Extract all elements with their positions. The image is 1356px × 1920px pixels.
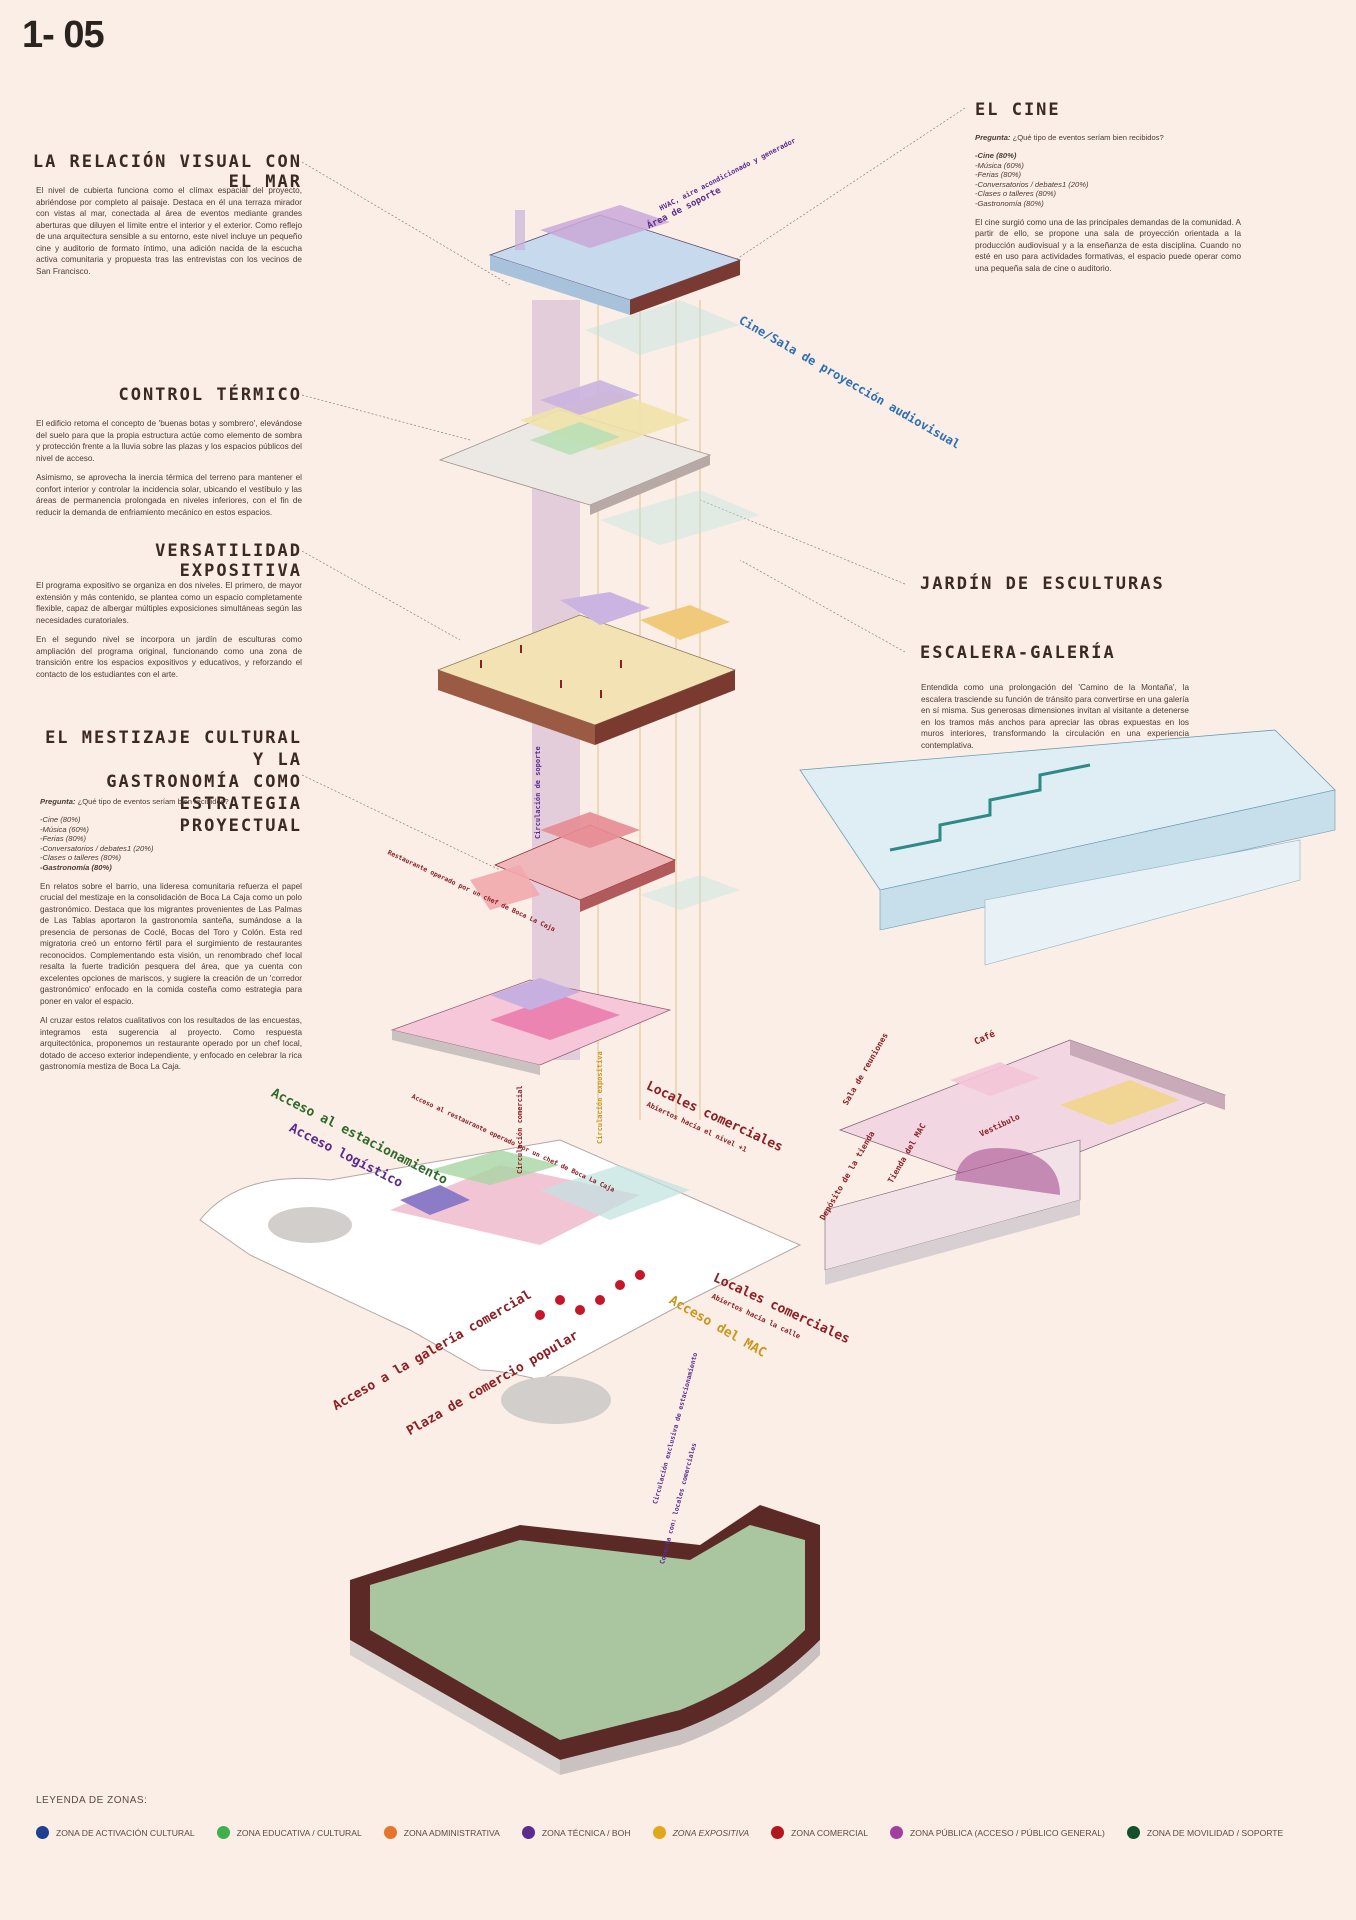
paragraph: En el segundo nivel se incorpora un jard… (36, 635, 302, 679)
heading-relacion-visual: La relación visual con el mar (32, 152, 302, 192)
survey-list: -Cine (80%) -Música (60%) -Ferias (80%) … (975, 151, 1241, 209)
heading-line: proyectual (179, 816, 302, 836)
legend-label: ZONA COMERCIAL (791, 1827, 869, 1838)
level-roof-cine (488, 205, 742, 355)
label-text: Circulación de soporte (534, 746, 542, 839)
legend-dot-icon (383, 1826, 397, 1839)
legend-dot-icon (36, 1826, 49, 1839)
paragraph: El cine surgió como una de las principal… (975, 217, 1241, 273)
legend-item: ZONA TÉCNICA / BOH (521, 1826, 631, 1839)
list-item: -Clases o talleres (80%) (975, 189, 1057, 199)
list-item: -Música (60%) (975, 160, 1024, 170)
list-item: -Cine (80%) (975, 151, 1017, 160)
legend-label: ZONA DE ACTIVACIÓN CULTURAL (56, 1827, 195, 1838)
question: Pregunta: ¿Qué tipo de eventos seríam bi… (975, 133, 1241, 143)
legend-title: LEYENDA DE ZONAS: (36, 1795, 148, 1806)
question-text: ¿Qué tipo de eventos seríam bien recibid… (77, 797, 229, 806)
heading-escalera: Escalera-Galería (920, 643, 1116, 663)
level-2-locales (390, 978, 672, 1075)
level-3-restaurante (470, 812, 740, 912)
legend-dot-icon (521, 1826, 535, 1839)
legend-dot-icon (771, 1826, 785, 1839)
leader-line (301, 394, 471, 441)
question-label: Pregunta: (40, 797, 76, 806)
heading-line: gastronomía como estrategia (106, 772, 302, 814)
leader-line (301, 550, 461, 641)
list-item: -Música (60%) (40, 824, 89, 834)
legend-label: ZONA EDUCATIVA / CULTURAL (236, 1827, 362, 1838)
legend: ZONA DE ACTIVACIÓN CULTURAL ZONA EDUCATI… (36, 1826, 1336, 1839)
question-label: Pregunta: (975, 133, 1011, 142)
paragraph: El programa expositivo se organiza en do… (36, 581, 302, 625)
roundabout (501, 1376, 611, 1424)
question: Pregunta: ¿Qué tipo de eventos seríam bi… (40, 797, 302, 807)
legend-item: ZONA EDUCATIVA / CULTURAL (216, 1826, 362, 1839)
leader-line (719, 107, 966, 271)
heading-mestizaje: El mestizaje cultural y la gastronomía c… (30, 727, 302, 837)
legend-label: ZONA TÉCNICA / BOH (541, 1827, 631, 1838)
list-item: -Cine (80%) (40, 815, 81, 824)
heading-line: El mestizaje cultural y la (45, 728, 302, 770)
paragraph: El edificio retoma el concepto de 'buena… (36, 419, 302, 463)
legend-dot-icon (216, 1826, 230, 1839)
list-item: -Ferias (80%) (40, 834, 86, 844)
level-4-expositivo (436, 592, 737, 745)
legend-label: ZONA DE MOVILIDAD / SOPORTE (1146, 1827, 1284, 1838)
list-item: -Clases o talleres (80%) (40, 853, 122, 863)
list-item: -Gastronomía (80%) (975, 198, 1044, 208)
leader-lines (301, 107, 966, 871)
list-item: -Conversatorios / debates1 (20%) (40, 843, 154, 853)
list-item: -Gastronomía (80%) (40, 862, 112, 872)
legend-item: ZONA ADMINISTRATIVA (383, 1826, 500, 1839)
legend-item: ZONA DE ACTIVACIÓN CULTURAL (36, 1826, 195, 1839)
label-text: Circulación expositiva (596, 1051, 604, 1144)
list-item: -Ferias (80%) (975, 170, 1021, 180)
roundabout (268, 1207, 352, 1243)
label-circ-comercial: Circulación comercial (516, 1085, 524, 1174)
legend-item: ZONA EXPOSITIVA (652, 1826, 750, 1839)
heading-el-cine: El cine (975, 100, 1061, 120)
legend-dot-icon (890, 1826, 904, 1839)
sheet-number: 1- 05 (22, 14, 105, 56)
paragraph: Al cruzar estos relatos cualitativos con… (40, 1016, 302, 1072)
level-5 (438, 380, 760, 545)
heading-versatilidad: Versatilidad Expositiva (155, 541, 302, 581)
text-relacion-visual: El nivel de cubierta funciona como el cl… (36, 185, 302, 285)
basement-parking (350, 1505, 820, 1775)
legend-item: ZONA COMERCIAL (771, 1826, 868, 1839)
label-circulacion-soporte: Circulación de soporte (534, 746, 542, 839)
legend-item: ZONA DE MOVILIDAD / SOPORTE (1126, 1826, 1284, 1839)
text-control-termico: El edificio retoma el concepto de 'buena… (36, 418, 302, 526)
heading-jardin: Jardín de esculturas (920, 574, 1165, 594)
legend-label: ZONA ADMINISTRATIVA (403, 1827, 500, 1838)
legend-label: ZONA EXPOSITIVA (672, 1827, 750, 1838)
heading-control-termico: Control Térmico (118, 385, 302, 405)
label-circ-expositiva: Circulación expositiva (596, 1051, 604, 1144)
leader-line (699, 499, 906, 585)
legend-item: ZONA PÚBLICA (ACCESO / PÚBLICO GENERAL) (890, 1826, 1105, 1839)
leader-line (301, 161, 511, 286)
leader-line (301, 774, 501, 871)
escalera-galeria-detail (799, 729, 1336, 966)
legend-dot-icon (652, 1826, 666, 1839)
level-1-plaza (199, 1139, 802, 1424)
list-item: -Conversatorios / debates1 (20%) (975, 179, 1089, 189)
paragraph: En relatos sobre el barrio, una lideresa… (40, 881, 302, 1006)
question-text: ¿Qué tipo de eventos seríam bien recibid… (1012, 133, 1164, 142)
label-text: Circulación comercial (516, 1085, 524, 1174)
paragraph: El nivel de cubierta funciona como el cl… (36, 186, 302, 276)
legend-dot-icon (1126, 1826, 1140, 1839)
paragraph: Asimismo, se aprovecha la inercia térmic… (36, 473, 302, 517)
leader-line (739, 559, 906, 653)
text-mestizaje: Pregunta: ¿Qué tipo de eventos seríam bi… (40, 797, 302, 1081)
text-escalera: Entendida como una prolongación del 'Cam… (921, 682, 1189, 759)
text-el-cine: Pregunta: ¿Qué tipo de eventos seríam bi… (975, 133, 1241, 282)
survey-list: -Cine (80%) -Música (60%) -Ferias (80%) … (40, 815, 302, 873)
vestibulo-detail (824, 1039, 1227, 1285)
paragraph: Entendida como una prolongación del 'Cam… (921, 683, 1189, 750)
legend-label: ZONA PÚBLICA (ACCESO / PÚBLICO GENERAL) (910, 1827, 1105, 1838)
text-versatilidad: El programa expositivo se organiza en do… (36, 580, 302, 688)
